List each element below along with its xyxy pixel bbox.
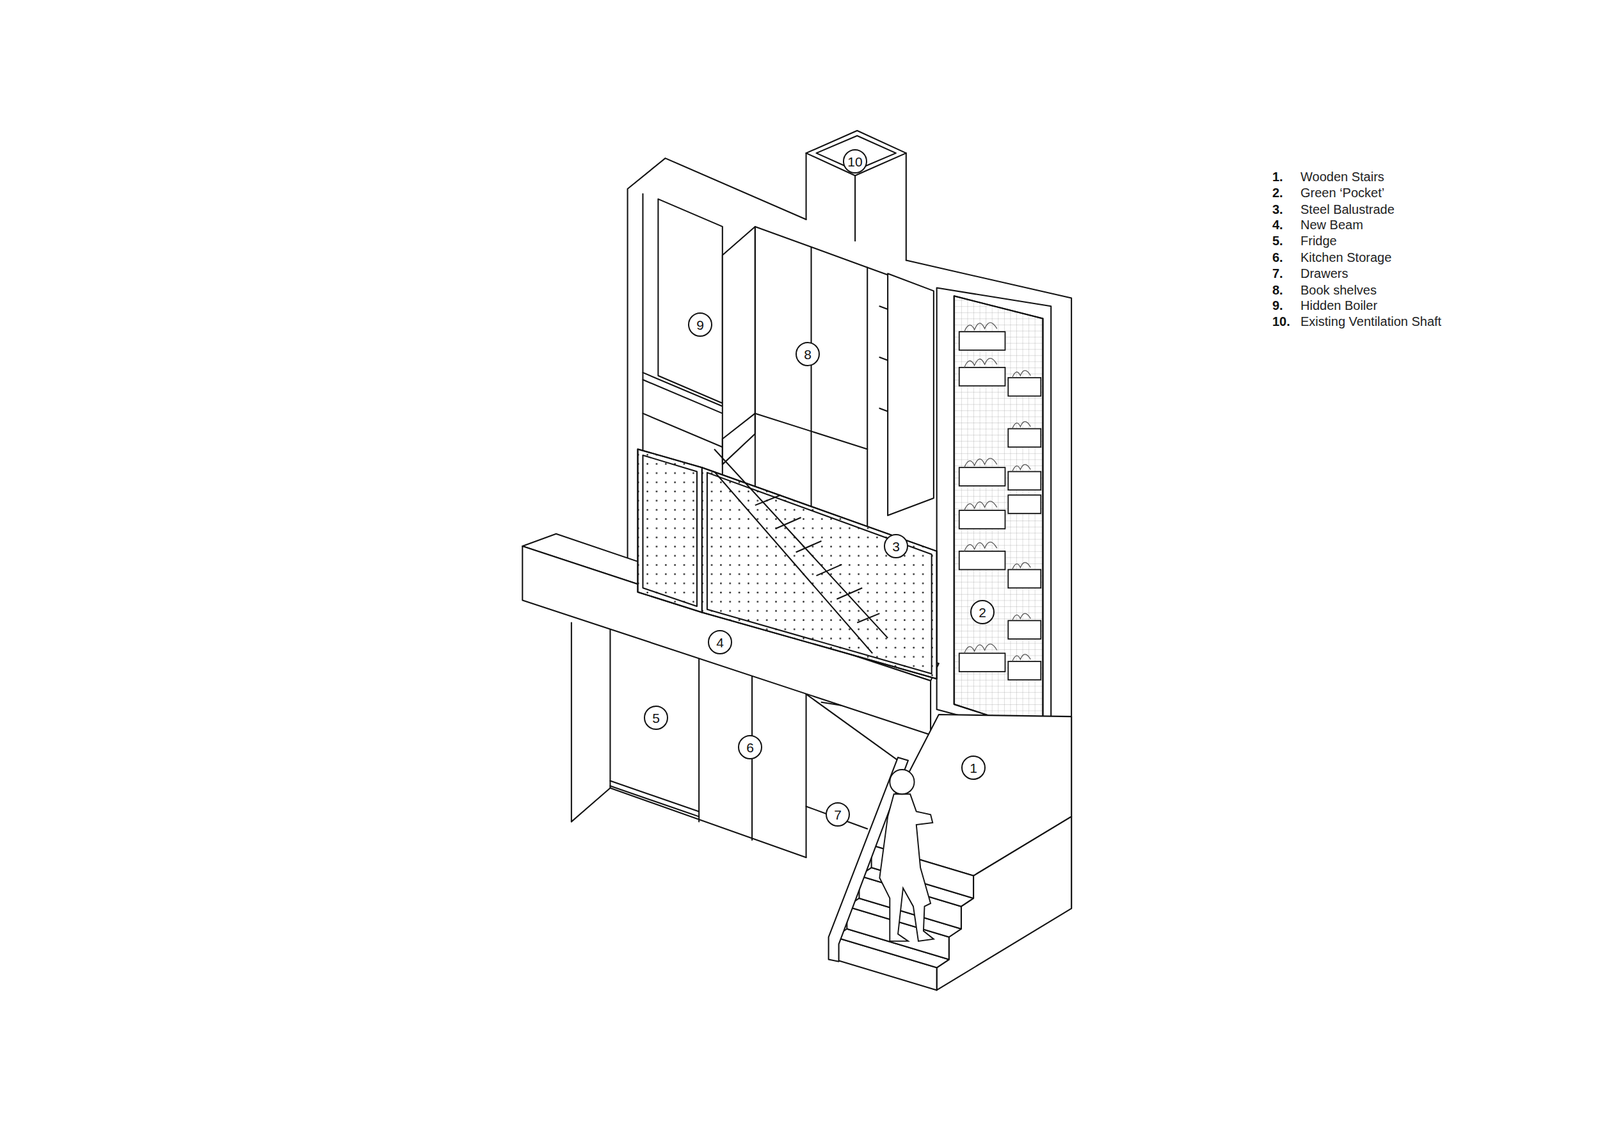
callout-text: 8 <box>803 347 812 361</box>
plants <box>964 322 1032 662</box>
callout-number: 10 <box>842 149 868 174</box>
callout-number: 5 <box>643 705 669 730</box>
balustrade <box>637 448 937 679</box>
callout-text: 1 <box>969 760 978 775</box>
key-text: Kitchen Storage <box>1300 249 1392 265</box>
callout-text: 10 <box>847 154 863 169</box>
key-text: Steel Balustrade <box>1300 201 1395 217</box>
callout-number: 3 <box>883 533 909 559</box>
callout-number: 8 <box>795 341 820 367</box>
callout-text: 4 <box>716 635 724 649</box>
callout-text: 9 <box>696 318 704 332</box>
key-text: Fridge <box>1300 232 1337 249</box>
callout-text: 2 <box>978 605 987 619</box>
key-number: 6. <box>1272 249 1284 265</box>
callout-text: 5 <box>652 711 660 725</box>
key-number: 9. <box>1272 297 1284 313</box>
key-text: Existing Ventilation Shaft <box>1300 313 1442 329</box>
callout-text: 3 <box>892 539 900 553</box>
key-text: Drawers <box>1300 265 1348 281</box>
structure-lines <box>627 130 1072 909</box>
callout-number: 6 <box>737 734 763 760</box>
callout-number: 4 <box>707 629 733 655</box>
key-number: 2. <box>1272 184 1284 201</box>
key-text: Wooden Stairs <box>1300 168 1385 185</box>
callout-number: 9 <box>688 312 713 337</box>
key-number: 4. <box>1272 216 1284 233</box>
key-text: Book shelves <box>1300 282 1377 298</box>
key-number: 1. <box>1272 168 1284 185</box>
key-number: 3. <box>1272 201 1284 217</box>
planter-boxes <box>959 331 1042 680</box>
key-text: Green ‘Pocket’ <box>1300 184 1385 201</box>
person-silhouette <box>879 769 934 941</box>
callout-number: 2 <box>970 599 995 624</box>
key-number: 5. <box>1272 232 1284 249</box>
key-text: Hidden Boiler <box>1300 297 1378 313</box>
callout-text: 6 <box>746 740 754 754</box>
key-text: New Beam <box>1300 216 1364 233</box>
key-number: 10. <box>1272 313 1291 329</box>
callout-number: 7 <box>825 801 850 827</box>
key-number: 8. <box>1272 282 1284 298</box>
key-number: 7. <box>1272 265 1284 281</box>
callout-number: 1 <box>961 755 986 780</box>
callout-text: 7 <box>833 807 842 822</box>
wooden-stairs <box>828 714 1072 990</box>
